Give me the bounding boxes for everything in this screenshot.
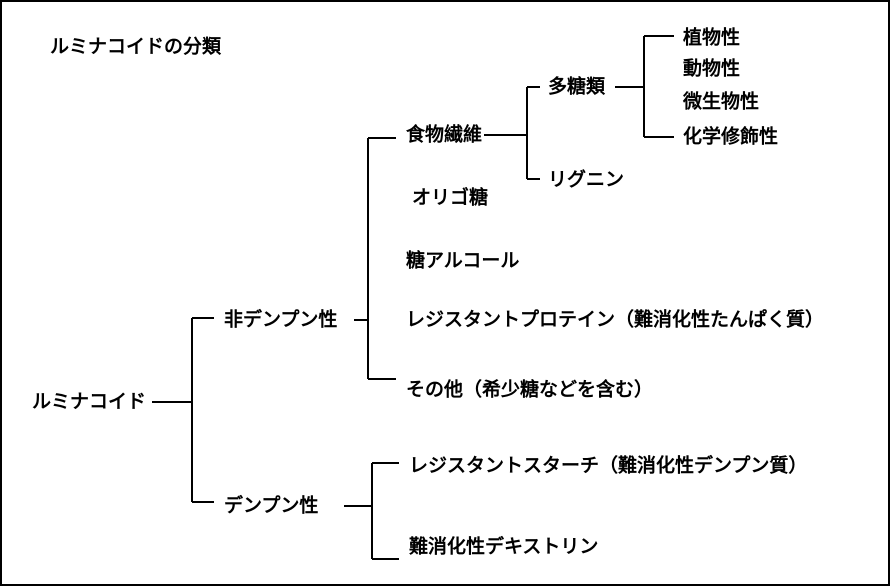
- node-polysaccharide[interactable]: 多糖類: [548, 75, 606, 98]
- node-non-starch[interactable]: 非デンプン性: [224, 308, 338, 331]
- node-sugar-alcohol[interactable]: 糖アルコール: [406, 249, 520, 272]
- node-resistant-protein[interactable]: レジスタントプロテイン（難消化性たんぱく質）: [406, 308, 825, 331]
- page-title: ルミナコイドの分類: [50, 35, 222, 58]
- node-others[interactable]: その他（希少糖などを含む）: [406, 378, 654, 401]
- node-oligosaccharide[interactable]: オリゴ糖: [412, 186, 489, 209]
- node-lignin[interactable]: リグニン: [548, 168, 625, 191]
- node-dietary-fiber[interactable]: 食物繊維: [406, 123, 483, 146]
- node-plant-origin[interactable]: 植物性: [683, 26, 741, 49]
- node-animal-origin[interactable]: 動物性: [683, 57, 741, 80]
- node-indigestible-dextrin[interactable]: 難消化性デキストリン: [409, 535, 599, 558]
- node-resistant-starch[interactable]: レジスタントスターチ（難消化性デンプン質）: [409, 454, 808, 477]
- node-root[interactable]: ルミナコイド: [32, 390, 147, 413]
- node-microbial-origin[interactable]: 微生物性: [683, 90, 760, 113]
- node-starch[interactable]: デンプン性: [224, 494, 319, 517]
- node-chemically-modified[interactable]: 化学修飾性: [683, 125, 779, 148]
